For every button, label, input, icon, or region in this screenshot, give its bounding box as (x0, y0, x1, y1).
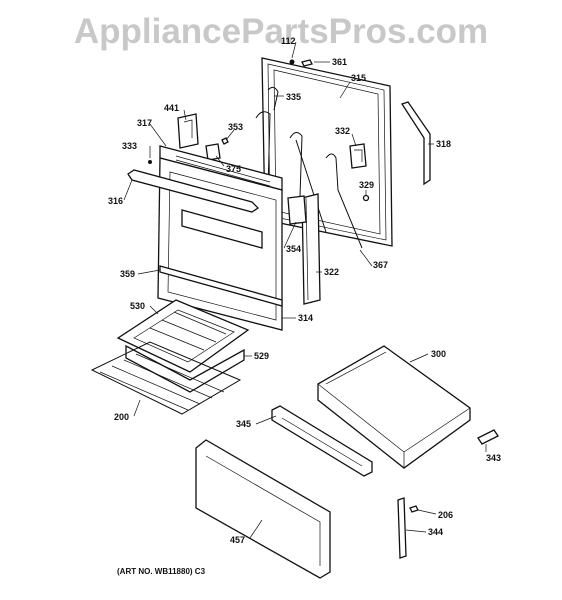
part-441-vent-bracket (177, 113, 199, 149)
callout-345: 345 (236, 419, 251, 429)
callout-344: 344 (428, 527, 443, 537)
callout-375: 375 (226, 164, 241, 174)
callout-206: 206 (438, 510, 453, 520)
callout-343: 343 (486, 453, 501, 463)
part-529-pan (125, 344, 245, 393)
callout-530: 530 (130, 301, 145, 311)
part-345-drawer-panel (271, 405, 373, 477)
callout-322: 322 (324, 267, 339, 277)
part-344-side-rail (397, 497, 407, 559)
callout-359: 359 (120, 269, 135, 279)
part-343-glide (477, 429, 499, 445)
part-333-screw (148, 160, 152, 164)
part-354-hinge-bracket (287, 195, 307, 225)
callout-367: 367 (373, 260, 388, 270)
part-112-clip (289, 59, 295, 65)
callout-353: 353 (228, 122, 243, 132)
part-300-drawer (317, 345, 471, 469)
callout-314: 314 (298, 313, 313, 323)
art-number-label: (ART NO. WB11880) C3 (117, 567, 206, 576)
callout-316: 316 (108, 196, 123, 206)
callout-441: 441 (164, 103, 179, 113)
callout-332: 332 (335, 126, 350, 136)
callout-335: 335 (286, 92, 301, 102)
part-361-screw (301, 59, 313, 67)
callout-354: 354 (286, 244, 301, 254)
callout-361: 361 (332, 57, 347, 67)
callout-329: 329 (359, 180, 374, 190)
callout-labels: 112 361 315 335 441 317 353 332 318 333 … (108, 36, 501, 545)
part-hinge-wires (289, 132, 363, 249)
callout-112: 112 (281, 36, 296, 46)
part-329-screw (362, 194, 370, 202)
leader-lines (123, 41, 487, 539)
callout-529: 529 (254, 351, 269, 361)
part-200-oven-rack (90, 341, 242, 415)
callout-333: 333 (122, 141, 137, 151)
callout-200: 200 (114, 412, 129, 422)
watermark-logo: AppliancePartsPros.com (73, 12, 489, 51)
part-206-screw (409, 505, 419, 513)
part-335-spring-hook (255, 86, 279, 209)
part-332-bracket (349, 143, 367, 169)
callout-315: 315 (351, 73, 366, 83)
part-457-drawer-front (195, 439, 331, 579)
part-314-outer-door (157, 157, 283, 331)
part-375-latch (205, 143, 221, 161)
callout-300: 300 (431, 349, 446, 359)
callout-317: 317 (137, 118, 152, 128)
callout-457: 457 (230, 535, 245, 545)
callout-318: 318 (436, 139, 451, 149)
part-318-side-trim (400, 101, 431, 186)
